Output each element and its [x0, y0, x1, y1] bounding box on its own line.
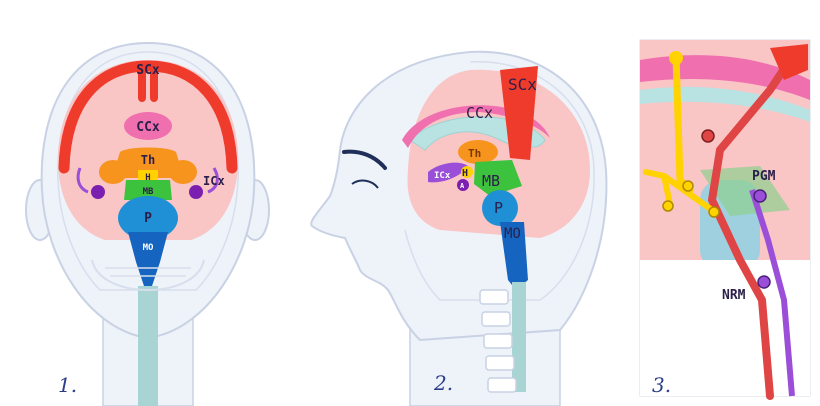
panel-1-label-icx: ICx — [203, 174, 225, 188]
panel-2-label-th: Th — [468, 147, 481, 160]
hypothalamus-sagittal — [461, 166, 473, 178]
panel-3-label-nrm: NRM — [722, 288, 746, 303]
yellow-branch — [643, 169, 715, 213]
ccx-band — [640, 55, 810, 100]
midbrain-tissue — [700, 166, 790, 216]
panel-1-label-h: H — [145, 173, 150, 183]
panel-1-label-mb: MB — [143, 187, 154, 197]
ascending-tract — [707, 56, 794, 400]
yellow-neuron-soma — [669, 51, 683, 65]
panel-2-label-mo: MO — [504, 226, 521, 242]
icx-left — [76, 167, 89, 194]
pons-sagittal — [482, 190, 518, 226]
panel-1-label-p: P — [144, 211, 152, 226]
panel-2-number: 2. — [433, 371, 453, 395]
medulla-sagittal — [500, 222, 528, 290]
scx-tract — [770, 44, 808, 80]
pons — [118, 196, 178, 240]
panel-2-label-icx: ICx — [434, 171, 451, 181]
thalamus-sagittal — [458, 140, 498, 164]
amygdala-right — [189, 185, 203, 199]
icx-sagittal — [428, 162, 468, 183]
midbrain-sagittal — [474, 160, 522, 196]
panel-2-label-scx: SCx — [508, 75, 537, 94]
scx-sagittal — [500, 66, 538, 160]
scx-right — [142, 60, 238, 174]
yellow-synapse-1 — [682, 180, 694, 192]
yellow-synapse-3 — [708, 206, 720, 218]
panel-1-number: 1. — [58, 373, 77, 397]
thalamus-right-lobe — [169, 160, 197, 184]
panel-2-label-ccx: CCx — [466, 104, 493, 122]
amygdala-left — [91, 185, 105, 199]
midbrain — [124, 180, 172, 200]
panel-2-label-mb: MB — [482, 172, 500, 190]
spinal-cord-sagittal — [512, 282, 526, 392]
scx-midline — [138, 66, 158, 102]
panel-1-label-ccx: CCx — [136, 120, 160, 135]
panel-3-label-pgm: PGM — [752, 169, 776, 184]
jaw — [91, 259, 205, 291]
panel-2-label-h: H — [462, 168, 468, 179]
ccx — [124, 112, 172, 140]
eye — [351, 179, 379, 189]
nrm-neuron — [757, 275, 771, 289]
spinal-cord — [138, 286, 158, 406]
yellow-synapse-2 — [662, 200, 674, 212]
vertebrae — [479, 289, 517, 393]
panel-2-label-p: P — [494, 199, 503, 217]
panel-3-pathway-detail: PGM NRM 3. — [639, 39, 811, 400]
hypothalamus — [138, 170, 158, 182]
thalamus-left-lobe — [99, 160, 127, 184]
skull-profile — [404, 61, 595, 301]
panel-1-frontal-view: SCx CCx Th H MB ICx P MO 1. — [25, 41, 270, 406]
pgm-neuron — [753, 189, 767, 203]
callosum-band — [640, 86, 810, 122]
eyebrow — [342, 149, 387, 170]
panel-1-label-mo: MO — [143, 243, 154, 253]
panel-1-label-scx: SCx — [136, 63, 160, 78]
thalamic-relay-neuron — [701, 129, 715, 143]
descending-tract — [749, 189, 795, 397]
scx-left — [58, 60, 154, 174]
amygdala-sagittal — [457, 179, 469, 191]
teeth — [105, 267, 191, 277]
panel-2-label-a: A — [460, 182, 465, 190]
panel-3-number: 3. — [652, 373, 671, 397]
panel-1-label-th: Th — [141, 153, 155, 167]
medulla — [128, 232, 168, 286]
icx-right — [207, 167, 219, 194]
thalamus — [112, 147, 184, 178]
panel-2-sagittal-view: SCx CCx Th H ICx A MB P MO 2. — [310, 50, 608, 406]
